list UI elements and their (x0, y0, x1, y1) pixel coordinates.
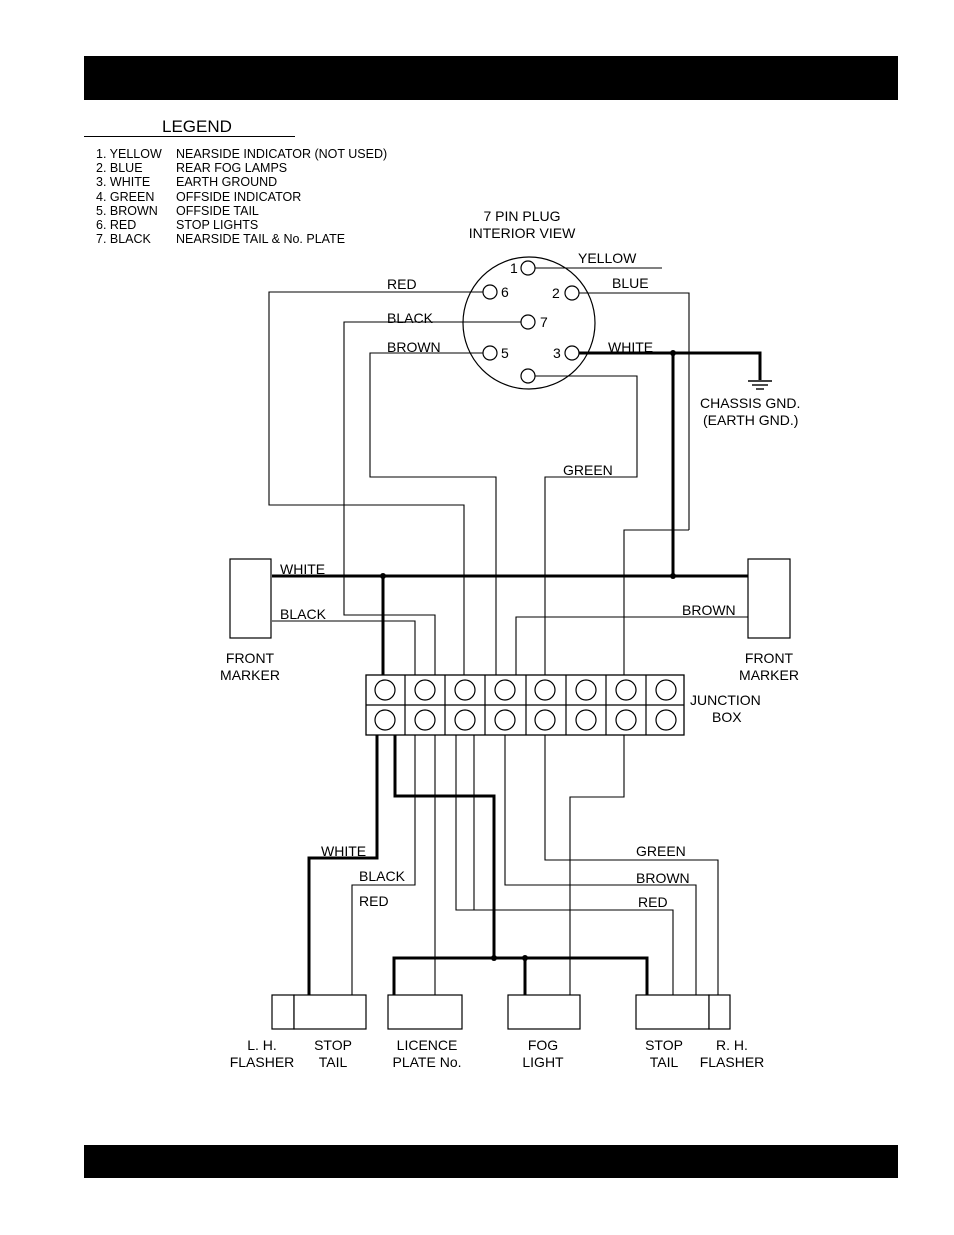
pin-6-label: 6 (501, 284, 509, 300)
header-bar (84, 56, 898, 100)
pin-3-label: 3 (553, 345, 561, 361)
wire-label-red: RED (359, 893, 389, 909)
wire-label-black: BLACK (359, 868, 406, 884)
junction-box-label-2: BOX (712, 709, 742, 725)
lh-stop-tail-lamp (293, 994, 367, 1030)
front-marker-right-label-2: MARKER (739, 667, 799, 683)
wire-label-red: RED (638, 894, 668, 910)
pin-6 (482, 284, 498, 300)
rh-flasher-label-1: R. H. (716, 1037, 748, 1053)
junction-dot (522, 955, 528, 961)
front-marker-left-label-1: FRONT (226, 650, 275, 666)
pin-7 (520, 314, 536, 330)
plug-body (462, 256, 596, 390)
wire-label-green: GREEN (636, 843, 686, 859)
front-marker-right (747, 558, 791, 639)
lh-flasher-lamp (271, 994, 295, 1030)
pin-1 (520, 260, 536, 276)
front-marker-left-label-2: MARKER (220, 667, 280, 683)
lh-flasher-label-1: L. H. (247, 1037, 277, 1053)
pin-4 (520, 368, 536, 384)
junction-box (365, 674, 685, 736)
fog-light-label-2: LIGHT (522, 1054, 564, 1070)
front-marker-right-label-1: FRONT (745, 650, 794, 666)
wire-label-red: RED (387, 276, 417, 292)
rh-stop-tail-lamp (635, 994, 710, 1030)
plug-title-line2: INTERIOR VIEW (469, 225, 576, 241)
chassis-ground-label-2: (EARTH GND.) (703, 412, 798, 428)
rh-flasher-label-2: FLASHER (700, 1054, 765, 1070)
ground-symbol (748, 380, 772, 390)
wire-label-blue: BLUE (612, 275, 649, 291)
pin-3 (564, 345, 580, 361)
junction-box-label-1: JUNCTION (690, 692, 761, 708)
pin-1-label: 1 (510, 260, 518, 276)
front-marker-left (229, 558, 272, 639)
fog-light-lamp (507, 994, 581, 1030)
lh-flasher-label-2: FLASHER (230, 1054, 295, 1070)
chassis-ground-label-1: CHASSIS GND. (700, 395, 800, 411)
footer-bar (84, 1145, 898, 1178)
wire-label-brown: BROWN (636, 870, 690, 886)
wire-label-white: WHITE (608, 339, 653, 355)
legend-title: LEGEND (162, 117, 232, 136)
wire-label-yellow: YELLOW (578, 250, 637, 266)
wire-label-brown: BROWN (387, 339, 441, 355)
junction-dot (380, 573, 386, 579)
wire-label-black: BLACK (387, 310, 434, 326)
rh-stop-tail-label-1: STOP (645, 1037, 683, 1053)
pin-5 (482, 345, 498, 361)
rh-stop-tail-label-2: TAIL (650, 1054, 679, 1070)
lh-stop-tail-label-1: STOP (314, 1037, 352, 1053)
wire-label-green: GREEN (563, 462, 613, 478)
thin-wires (268, 267, 748, 995)
plug-title-line1: 7 PIN PLUG (483, 208, 560, 224)
pin-2-label: 2 (552, 285, 560, 301)
legend-underline (84, 136, 295, 137)
wire-label-white: WHITE (321, 843, 366, 859)
wire-label-white: WHITE (280, 561, 325, 577)
wire-label-brown: BROWN (682, 602, 736, 618)
junction-dot (670, 350, 676, 356)
licence-plate-label-1: LICENCE (397, 1037, 458, 1053)
heavy-wires (272, 351, 762, 995)
lh-stop-tail-label-2: TAIL (319, 1054, 348, 1070)
rh-flasher-lamp (708, 994, 731, 1030)
fog-light-label-1: FOG (528, 1037, 558, 1053)
pin-5-label: 5 (501, 345, 509, 361)
junction-dot (670, 573, 676, 579)
licence-plate-label-2: PLATE No. (393, 1054, 462, 1070)
pin-7-label: 7 (540, 314, 548, 330)
licence-plate-lamp (387, 994, 463, 1030)
junction-dot (491, 955, 497, 961)
pin-2 (564, 285, 580, 301)
wire-label-black: BLACK (280, 606, 327, 622)
